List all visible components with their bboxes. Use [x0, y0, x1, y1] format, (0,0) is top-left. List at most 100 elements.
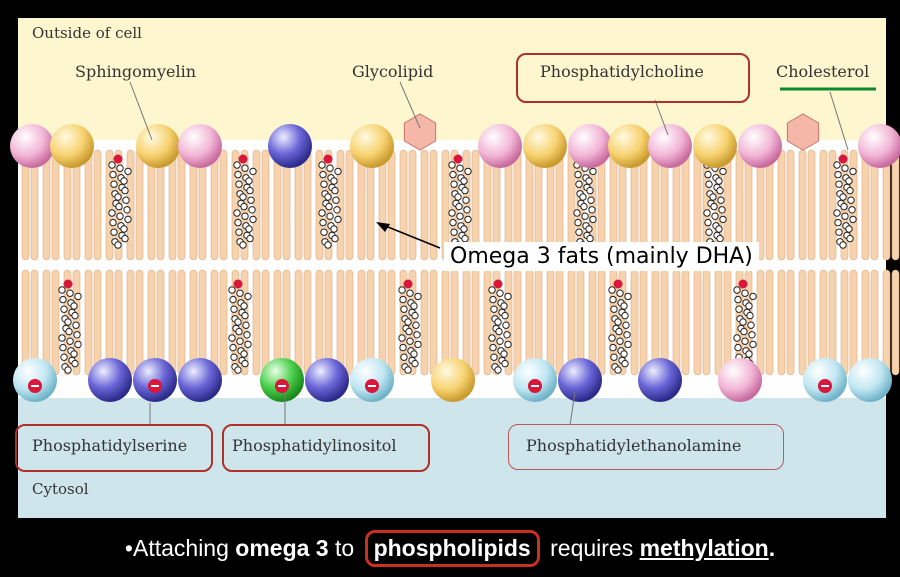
label-leader-lines	[129, 81, 849, 426]
outer-tail	[378, 149, 387, 261]
outer-tail	[303, 149, 312, 261]
phosphatidylethanolamine-label: Phosphatidylethanolamine	[526, 436, 742, 455]
callout-arrow	[376, 222, 441, 249]
inner-tail	[882, 269, 891, 376]
outer-tail	[84, 149, 93, 261]
inner-tail	[714, 269, 723, 376]
outer-tail	[798, 149, 807, 261]
outer-tail	[819, 149, 828, 261]
inner-tail	[786, 269, 795, 376]
glycolipid-sugar	[786, 113, 820, 151]
caption-bullet: •	[124, 535, 133, 561]
caption-part2: to	[328, 535, 361, 561]
caption: • Attaching omega 3 to phospholipids req…	[0, 520, 900, 577]
inner-tail	[303, 269, 312, 376]
minus-sign	[821, 385, 829, 387]
outer-tail	[399, 149, 408, 261]
outer-tail	[420, 149, 429, 261]
inner-lipid-head	[305, 358, 349, 402]
inner-tail	[513, 269, 522, 376]
inner-tail	[219, 269, 228, 376]
cytosol-label: Cytosol	[32, 480, 89, 498]
inner-tail	[378, 269, 387, 376]
cholesterol-molecule	[608, 279, 632, 374]
cholesterol-molecule	[398, 279, 422, 374]
inner-tail	[588, 269, 597, 376]
outer-lipid-head	[648, 124, 692, 168]
inner-tail	[135, 269, 144, 376]
membrane-illustration	[10, 18, 900, 518]
inner-tail	[420, 269, 429, 376]
outer-lipid-head	[50, 124, 94, 168]
cholesterol-molecules	[58, 154, 857, 374]
outer-lipid-head	[350, 124, 394, 168]
cholesterol-molecule	[833, 154, 857, 249]
outer-tail	[177, 149, 186, 261]
cholesterol-molecule	[108, 154, 132, 249]
phosphatidylethanolamine-box	[508, 424, 784, 470]
inner-tail	[42, 269, 51, 376]
inner-tail	[597, 269, 606, 376]
outer-lipid-head	[858, 124, 900, 168]
outer-lipid-head	[738, 124, 782, 168]
minus-sign	[151, 385, 159, 387]
inner-tail	[765, 269, 774, 376]
outer-tail	[126, 149, 135, 261]
inner-lipid-head	[558, 358, 602, 402]
caption-part1: Attaching	[132, 535, 236, 561]
inner-tail	[51, 269, 60, 376]
phosphatidylcholine-label: Phosphatidylcholine	[540, 62, 704, 81]
inner-tail	[840, 269, 849, 376]
caption-period: .	[768, 535, 776, 561]
inner-tail	[336, 269, 345, 376]
inner-tail	[702, 269, 711, 376]
inner-tail	[177, 269, 186, 376]
outer-tail	[807, 149, 816, 261]
outside-of-cell-label: Outside of cell	[32, 24, 142, 42]
outer-lipid-head	[478, 124, 522, 168]
glycolipid-sugar	[403, 113, 437, 151]
outer-tail	[168, 149, 177, 261]
inner-tail	[345, 269, 354, 376]
inner-tail	[429, 269, 438, 376]
inner-tail	[294, 269, 303, 376]
outer-tail	[861, 149, 870, 261]
caption-omega3: omega 3	[235, 535, 329, 561]
outer-lipid-head	[608, 124, 652, 168]
outer-lipid-head	[693, 124, 737, 168]
phosphatidylinositol-label: Phosphatidylinositol	[232, 436, 397, 455]
inner-tail	[387, 269, 396, 376]
cholesterol-label: Cholesterol	[776, 62, 870, 81]
inner-tail	[462, 269, 471, 376]
caption-part3: requires	[543, 535, 640, 561]
outer-tail	[336, 149, 345, 261]
outer-tail	[387, 149, 396, 261]
inner-tail	[681, 269, 690, 376]
outer-lipid-head	[523, 124, 567, 168]
inner-lipid-head	[718, 358, 762, 402]
outer-tail	[408, 149, 417, 261]
inner-lipid-head	[848, 358, 892, 402]
cholesterol-molecule	[233, 154, 257, 249]
inner-tail	[756, 269, 765, 376]
outer-tail	[828, 149, 837, 261]
inner-tail	[261, 269, 270, 376]
outer-tail	[891, 149, 900, 261]
inner-tail	[357, 269, 366, 376]
inner-tail	[252, 269, 261, 376]
outer-tail	[273, 149, 282, 261]
inner-tail	[546, 269, 555, 376]
inner-tail	[723, 269, 732, 376]
outer-lipid-head	[136, 124, 180, 168]
outer-tail	[261, 149, 270, 261]
inner-tail	[891, 269, 900, 376]
lipid-heads	[10, 113, 900, 402]
cholesterol-molecule	[488, 279, 512, 374]
outer-tail	[786, 149, 795, 261]
outer-lipid-head	[268, 124, 312, 168]
inner-tail	[210, 269, 219, 376]
glycolipid-label: Glycolipid	[352, 62, 434, 81]
minus-sign	[368, 385, 376, 387]
inner-lipid-head	[178, 358, 222, 402]
inner-tail	[849, 269, 858, 376]
